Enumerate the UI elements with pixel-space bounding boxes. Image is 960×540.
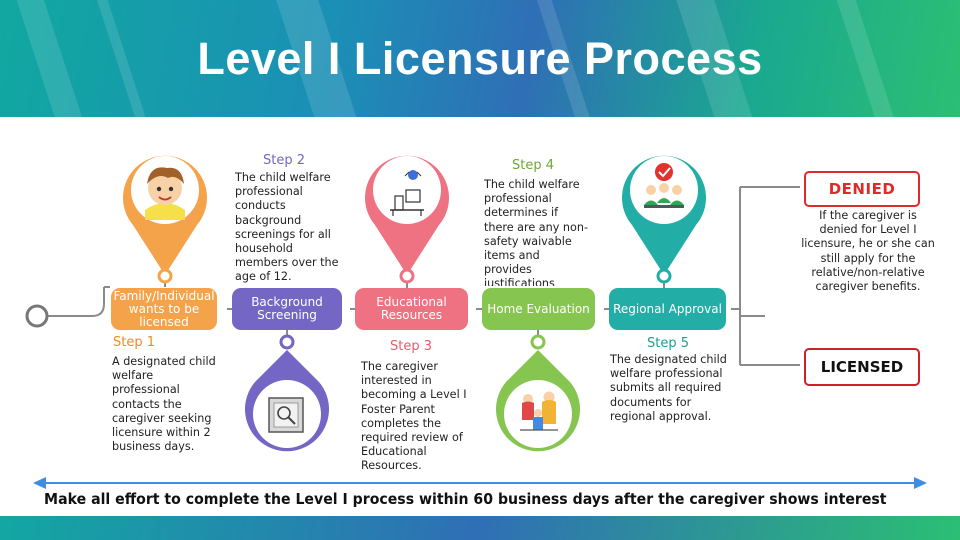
flow-line: [48, 286, 765, 317]
step3-pin: [365, 155, 449, 288]
boy-avatar-icon: [145, 167, 185, 220]
step4-box: Home Evaluation: [482, 288, 595, 330]
denied-badge: DENIED: [804, 171, 920, 207]
timeline-arrow: [33, 477, 927, 489]
timeline-note: Make all effort to complete the Level I …: [44, 490, 887, 508]
step5-label: Step 5: [647, 336, 690, 351]
denied-description: If the caregiver is denied for Level I l…: [801, 209, 935, 294]
step1-box: Family/Individual wants to be licensed: [111, 288, 217, 330]
step2-pin: [245, 330, 330, 452]
step3-label: Step 3: [390, 339, 433, 354]
step5-box: Regional Approval: [609, 288, 726, 330]
step1-description: A designated child welfare professional …: [112, 355, 216, 454]
step4-label: Step 4: [512, 158, 555, 173]
study-desk-icon: [390, 170, 424, 216]
family-icon: [520, 391, 558, 431]
background-check-icon: [268, 397, 304, 433]
step5-description: The designated child welfare professiona…: [610, 353, 727, 423]
step2-box: Background Screening: [232, 288, 342, 330]
step2-label: Step 2: [263, 153, 306, 168]
step2-description: The child welfare professional conducts …: [235, 171, 339, 284]
step1-label: Step 1: [113, 335, 156, 350]
step3-description: The caregiver interested in becoming a L…: [361, 360, 467, 473]
header-banner: Level I Licensure Process: [0, 0, 960, 117]
licensed-badge: LICENSED: [804, 348, 920, 386]
step4-description: The child welfare professional determine…: [484, 178, 588, 286]
regional-approval-icon: [644, 163, 684, 208]
step3-box: Educational Resources: [355, 288, 468, 330]
footer-band: [0, 516, 960, 540]
step4-pin: [496, 330, 581, 452]
page-title: Level I Licensure Process: [197, 33, 763, 84]
outcome-bracket: [739, 186, 800, 366]
start-node: [25, 304, 49, 328]
